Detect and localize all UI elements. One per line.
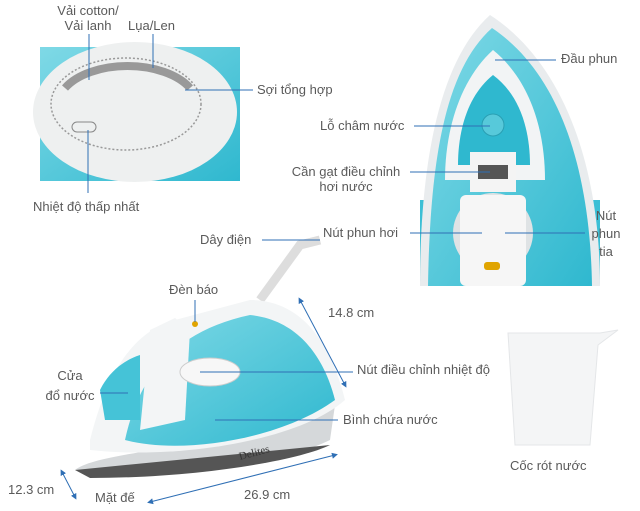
label-fill-door: Cửa đổ nước	[38, 366, 102, 406]
label-spray-button: Nút phun tia	[586, 207, 626, 261]
label-steam-lever: Cần gạt điều chỉnh hơi nước	[286, 164, 406, 194]
label-fill-door-line1: Cửa	[57, 368, 83, 383]
iron-side-view: Delites	[75, 235, 345, 478]
label-temp-dial: Nút điều chỉnh nhiệt độ	[357, 362, 490, 377]
label-water-inlet: Lỗ châm nước	[320, 118, 405, 133]
height-arrow	[298, 297, 347, 388]
label-synthetic: Sợi tổng hợp	[257, 82, 333, 97]
iron-top-view	[420, 15, 600, 286]
temperature-dial-closeup	[33, 42, 240, 182]
measuring-cup	[507, 329, 619, 446]
label-width: 12.3 cm	[8, 482, 55, 497]
label-cotton: Vải cotton/ Vải lanh	[50, 3, 126, 33]
label-length: 26.9 cm	[244, 487, 291, 502]
label-nozzle: Đầu phun	[561, 51, 618, 66]
label-height: 14.8 cm	[328, 305, 375, 320]
label-cotton-line2: Vải lanh	[64, 18, 112, 33]
label-spray-line3: tia	[599, 244, 613, 259]
label-power-cord: Dây điện	[200, 232, 252, 247]
label-water-tank: Bình chứa nước	[343, 412, 438, 427]
label-fill-door-line2: đổ nước	[45, 388, 95, 403]
label-steam-button: Nút phun hơi	[323, 225, 399, 240]
label-cup: Cốc rót nước	[510, 458, 587, 473]
length-arrow	[147, 452, 338, 505]
label-steam-lever-line1: Cần gạt điều chỉnh	[291, 164, 401, 179]
width-arrow	[60, 469, 77, 500]
label-steam-lever-line2: hơi nước	[319, 179, 373, 194]
label-lowest-temp: Nhiệt độ thấp nhất	[33, 199, 140, 214]
label-soleplate: Mặt đế	[95, 490, 135, 505]
dimension-arrows	[60, 297, 347, 505]
label-spray-line2: phun	[591, 226, 621, 241]
label-silk-wool: Lụa/Len	[128, 18, 175, 33]
label-cotton-line1: Vải cotton/	[57, 3, 119, 18]
label-indicator-light: Đèn báo	[169, 282, 219, 297]
label-spray-line1: Nút	[595, 208, 617, 223]
